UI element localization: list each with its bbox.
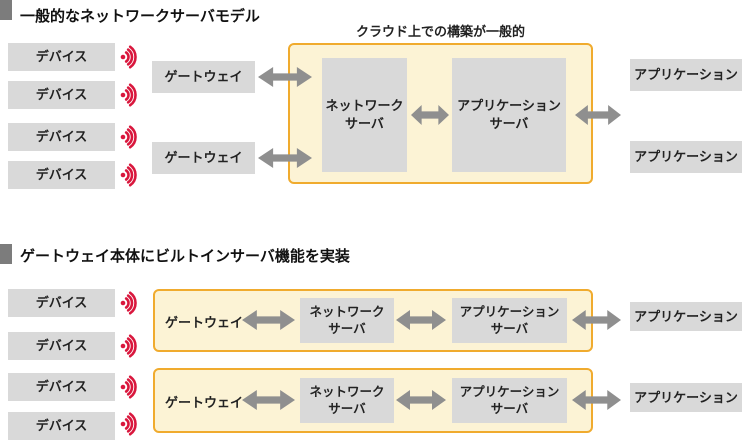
device-box: デバイス — [8, 332, 115, 360]
bidirectional-arrow — [572, 310, 621, 330]
application-server-box: アプリケーション サーバ — [452, 58, 566, 172]
device-box: デバイス — [8, 289, 115, 317]
bidirectional-arrow — [575, 105, 621, 125]
application-box: アプリケーション — [630, 383, 742, 412]
bidirectional-arrow — [572, 390, 621, 410]
gateway-box: ゲートウェイ — [152, 61, 255, 93]
wireless-signal-icon — [120, 291, 137, 315]
section1-title: 一般的なネットワークサーバモデル — [20, 8, 260, 25]
application-box: アプリケーション — [630, 59, 742, 91]
application-box: アプリケーション — [630, 141, 742, 173]
wireless-signal-icon — [120, 412, 137, 436]
wireless-signal-icon — [120, 163, 137, 187]
device-box: デバイス — [8, 43, 115, 71]
network-server-box: ネットワーク サーバ — [300, 298, 394, 343]
device-box: デバイス — [8, 161, 115, 189]
gateway-label: ゲートウェイ — [165, 315, 244, 330]
gateway-box: ゲートウェイ — [152, 142, 255, 174]
network-server-box: ネットワーク サーバ — [300, 378, 394, 423]
device-box: デバイス — [8, 81, 115, 109]
wireless-signal-icon — [120, 125, 137, 149]
application-server-box: アプリケーション サーバ — [452, 378, 567, 423]
wireless-signal-icon — [120, 45, 137, 69]
section2-title: ゲートウェイ本体にビルトインサーバ機能を実装 — [20, 248, 350, 265]
bidirectional-arrow — [396, 390, 446, 410]
bidirectional-arrow — [242, 390, 295, 410]
bidirectional-arrow — [396, 310, 446, 330]
section2-title-marker — [0, 244, 12, 264]
bidirectional-arrow — [258, 67, 312, 87]
device-box: デバイス — [8, 412, 115, 440]
application-box: アプリケーション — [630, 302, 742, 331]
cloud-note: クラウド上での構築が一般的 — [355, 24, 525, 39]
wireless-signal-icon — [120, 334, 137, 358]
gateway-label: ゲートウェイ — [165, 395, 244, 410]
bidirectional-arrow — [242, 310, 295, 330]
device-box: デバイス — [8, 123, 115, 151]
application-server-box: アプリケーション サーバ — [452, 298, 567, 343]
bidirectional-arrow — [411, 105, 449, 125]
wireless-signal-icon — [120, 375, 137, 399]
wireless-signal-icon — [120, 83, 137, 107]
section1-title-marker — [0, 0, 12, 20]
network-server-box: ネットワーク サーバ — [322, 58, 407, 172]
bidirectional-arrow — [258, 148, 312, 168]
device-box: デバイス — [8, 373, 115, 401]
